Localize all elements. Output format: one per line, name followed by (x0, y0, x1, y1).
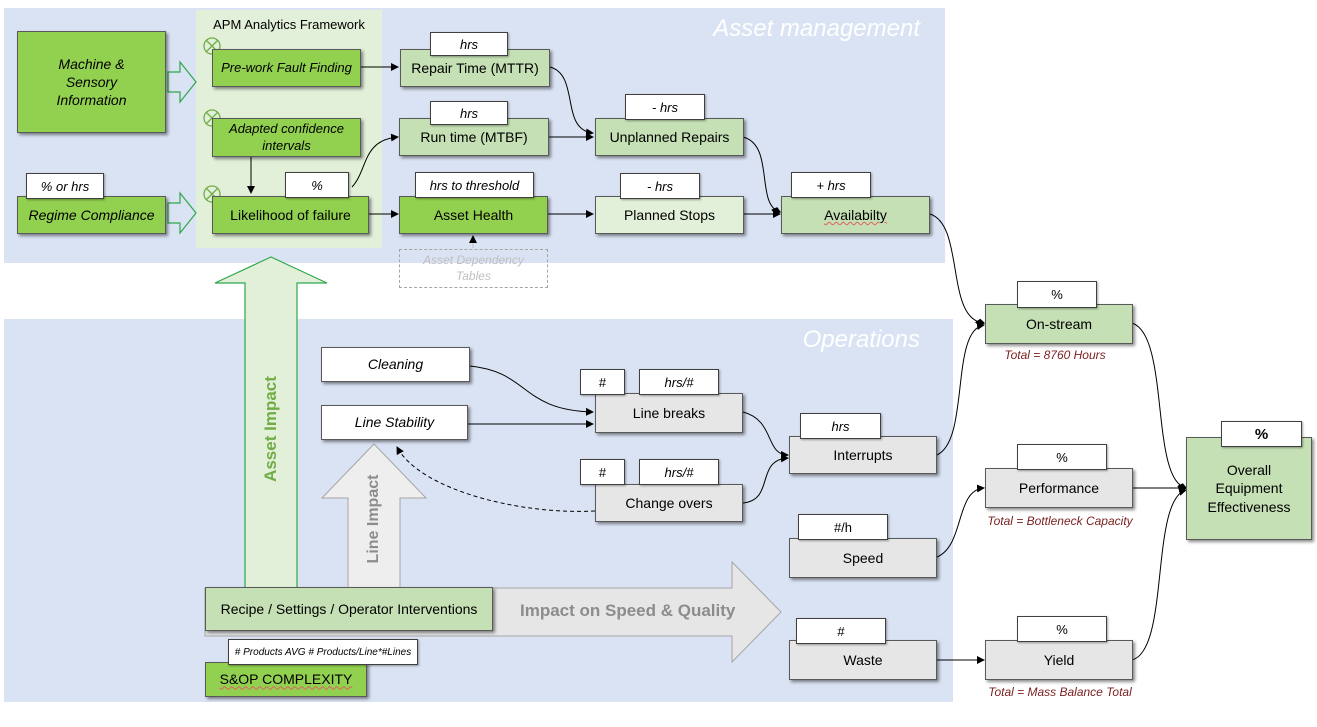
speed-quality-arrow (204, 560, 782, 664)
unplanned-repairs: Unplanned Repairs (595, 118, 744, 156)
unplanned-tag: - hrs (625, 94, 705, 120)
change-overs-rate-tag: hrs/# (639, 459, 719, 485)
speed-tag: #/h (798, 514, 888, 540)
sop-tag: # Products AVG # Products/Line*#Lines (228, 639, 418, 665)
cleaning: Cleaning (321, 347, 470, 382)
line-impact-arrow (320, 443, 428, 591)
sop-complexity-label: S&OP COMPLEXITY (219, 671, 353, 688)
recipe-settings-interventions: Recipe / Settings / Operator Interventio… (205, 587, 493, 631)
on-stream-tag: % (1017, 281, 1097, 308)
regime-arrow (167, 191, 197, 235)
link-speed-performance (936, 484, 985, 558)
machine-info-arrow (167, 60, 197, 104)
overall-equipment-effectiveness: Overall Equipment Effectiveness (1186, 437, 1312, 540)
performance-tag: % (1017, 444, 1107, 470)
asset-impact-arrow (214, 256, 328, 591)
line-breaks: Line breaks (595, 393, 743, 433)
adapted-confidence: Adapted confidence intervals (212, 118, 361, 157)
interrupts: Interrupts (789, 436, 937, 474)
machine-sensory-info: Machine & Sensory Information (17, 31, 166, 133)
operations-title: Operations (802, 326, 920, 353)
link-interrupts-onstream (936, 322, 985, 456)
change-overs-count-tag: # (580, 459, 625, 485)
link-cleaning-linebreaks (469, 365, 594, 416)
availability-tag: + hrs (791, 172, 871, 198)
link-changeovers-interrupts (742, 454, 789, 504)
operations-region (4, 319, 953, 702)
availability: Availabilty (781, 196, 930, 234)
link-unplanned-availability (742, 136, 781, 215)
speed-quality-label: Impact on Speed & Quality (520, 601, 736, 620)
prework-fault-finding: Pre-work Fault Finding (212, 49, 361, 87)
regime-compliance: Regime Compliance (17, 196, 166, 234)
planned-stops: Planned Stops (595, 196, 744, 234)
apm-framework-title: APM Analytics Framework (213, 17, 365, 32)
repair-time-tag: hrs (430, 32, 508, 56)
speed: Speed (789, 538, 937, 578)
change-overs: Change overs (595, 484, 743, 522)
performance: Performance (985, 468, 1133, 508)
link-onstream-oee (1131, 322, 1187, 492)
sop-complexity: S&OP COMPLEXITY (205, 662, 367, 697)
waste-tag: # (796, 618, 886, 644)
availability-label: Availabilty (824, 206, 887, 223)
link-changeovers-linestability (396, 446, 596, 512)
yield-total-note: Total = Mass Balance Total (988, 685, 1132, 699)
oee-tag: % (1221, 421, 1302, 447)
asset-management-title: Asset management (713, 15, 920, 42)
on-stream-total-note: Total = 8760 Hours (1004, 348, 1106, 362)
line-stability: Line Stability (321, 405, 468, 440)
link-repair-unplanned (549, 66, 594, 137)
regime-tag: % or hrs (26, 173, 104, 199)
asset-health: Asset Health (399, 196, 548, 234)
planned-tag: - hrs (620, 173, 700, 199)
link-availability-onstream (929, 213, 985, 327)
interrupts-tag: hrs (800, 413, 881, 439)
likelihood-tag: % (285, 172, 349, 198)
link-linebreaks-interrupts (742, 411, 789, 459)
line-breaks-rate-tag: hrs/# (639, 369, 719, 395)
line-breaks-count-tag: # (580, 369, 625, 395)
asset-health-tag: hrs to threshold (415, 172, 534, 198)
asset-dependency-tables: Asset Dependency Tables (399, 249, 548, 288)
likelihood-of-failure: Likelihood of failure (212, 196, 369, 234)
on-stream: On-stream (985, 304, 1133, 344)
run-time-tag: hrs (430, 101, 508, 125)
performance-total-note: Total = Bottleneck Capacity (987, 514, 1133, 528)
waste: Waste (789, 640, 937, 680)
yield: Yield (985, 640, 1133, 680)
yield-tag: % (1017, 616, 1107, 642)
link-likelihood-runtime (351, 133, 399, 188)
link-yield-oee (1131, 488, 1187, 661)
